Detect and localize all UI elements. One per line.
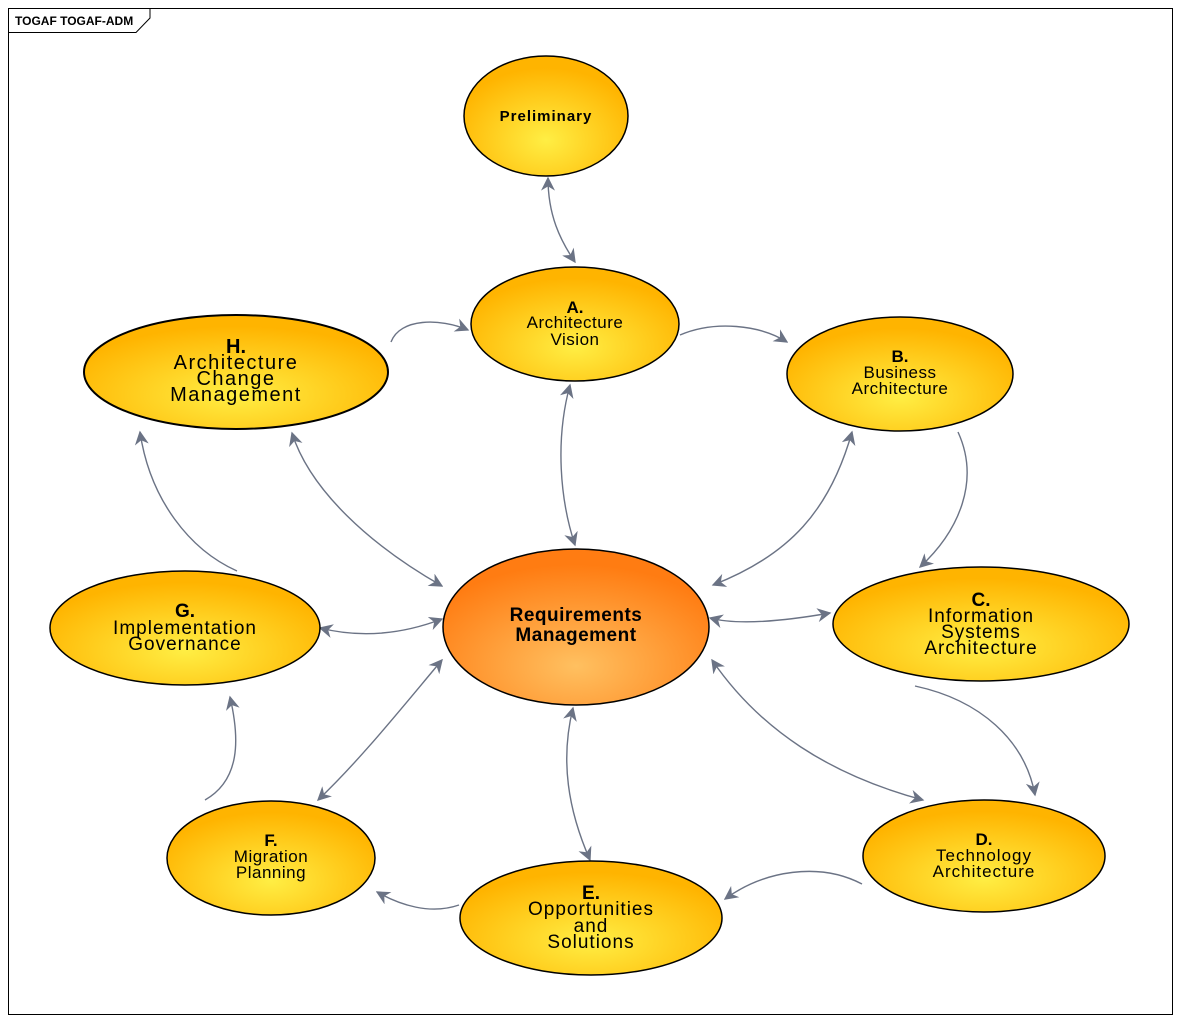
diagram-frame: TOGAF TOGAF-ADM — [8, 8, 1173, 1015]
connector-a-requirements — [559, 383, 578, 547]
connector-requirements-g — [318, 616, 444, 638]
node-a-architecture-vision: A. Architecture Vision — [470, 266, 680, 382]
node-f-line-1: Migration — [234, 847, 308, 866]
connector-b-c — [918, 431, 968, 568]
node-h-line-2: Change — [196, 368, 275, 390]
connector-d-e — [723, 870, 863, 900]
connector-requirements-e — [563, 706, 592, 862]
node-b-letter: B. — [892, 347, 909, 366]
node-d-technology-architecture: D. Technology Architecture — [862, 799, 1106, 913]
node-b-line-1: Business — [864, 363, 937, 382]
node-c-line-2: Systems — [941, 622, 1021, 643]
node-h-line-3: Management — [170, 384, 302, 406]
node-c-line-3: Architecture — [924, 638, 1037, 659]
node-a-letter: A. — [567, 298, 584, 317]
connector-requirements-d — [711, 658, 925, 804]
node-e-line-2: and — [574, 916, 609, 937]
connectors — [134, 176, 1040, 910]
node-preliminary: Preliminary — [463, 55, 629, 177]
node-f-letter: F. — [264, 831, 277, 850]
connector-c-d — [914, 685, 1040, 797]
connector-requirements-f — [316, 658, 443, 801]
node-g-line-2: Governance — [128, 634, 242, 655]
node-preliminary-label: Preliminary — [500, 108, 593, 125]
node-g-letter: G. — [175, 601, 195, 622]
node-requirements-line-1: Requirements — [510, 605, 643, 626]
node-e-letter: E. — [582, 883, 600, 904]
node-requirements-management: Requirements Management — [442, 548, 710, 706]
connector-e-f — [375, 891, 460, 910]
node-c-line-1: Information — [928, 606, 1034, 627]
node-g-line-1: Implementation — [113, 618, 257, 639]
connector-h-a — [390, 318, 470, 343]
node-b-business-architecture: B. Business Architecture — [786, 316, 1014, 432]
node-d-letter: D. — [976, 830, 993, 849]
connector-b-requirements — [711, 430, 856, 587]
node-a-line-2: Vision — [551, 330, 600, 349]
node-h-architecture-change-management: H. Architecture Change Management — [83, 314, 389, 430]
connector-preliminary-a — [541, 176, 576, 264]
node-f-line-2: Planning — [236, 863, 306, 882]
node-e-opportunities-and-solutions: E. Opportunities and Solutions — [459, 860, 723, 976]
connector-requirements-c — [708, 608, 832, 629]
connector-a-b — [679, 325, 789, 343]
node-requirements-line-2: Management — [515, 625, 636, 646]
node-e-line-3: Solutions — [547, 932, 634, 953]
node-b-line-2: Architecture — [852, 379, 949, 398]
node-c-letter: C. — [972, 590, 991, 611]
diagram-frame-title: TOGAF TOGAF-ADM — [15, 14, 133, 28]
node-e-line-1: Opportunities — [528, 899, 654, 920]
node-d-line-1: Technology — [936, 846, 1032, 865]
node-g-implementation-governance: G. Implementation Governance — [49, 570, 321, 686]
node-d-line-2: Architecture — [933, 862, 1036, 881]
connector-f-g — [204, 695, 240, 801]
node-h-line-1: Architecture — [174, 352, 299, 374]
node-c-information-systems-architecture: C. Information Systems Architecture — [832, 566, 1130, 682]
node-a-line-1: Architecture — [527, 313, 624, 332]
node-h-letter: H. — [226, 336, 246, 358]
connector-requirements-h — [289, 431, 444, 587]
node-f-migration-planning: F. Migration Planning — [166, 800, 376, 916]
connector-g-h — [134, 430, 238, 572]
